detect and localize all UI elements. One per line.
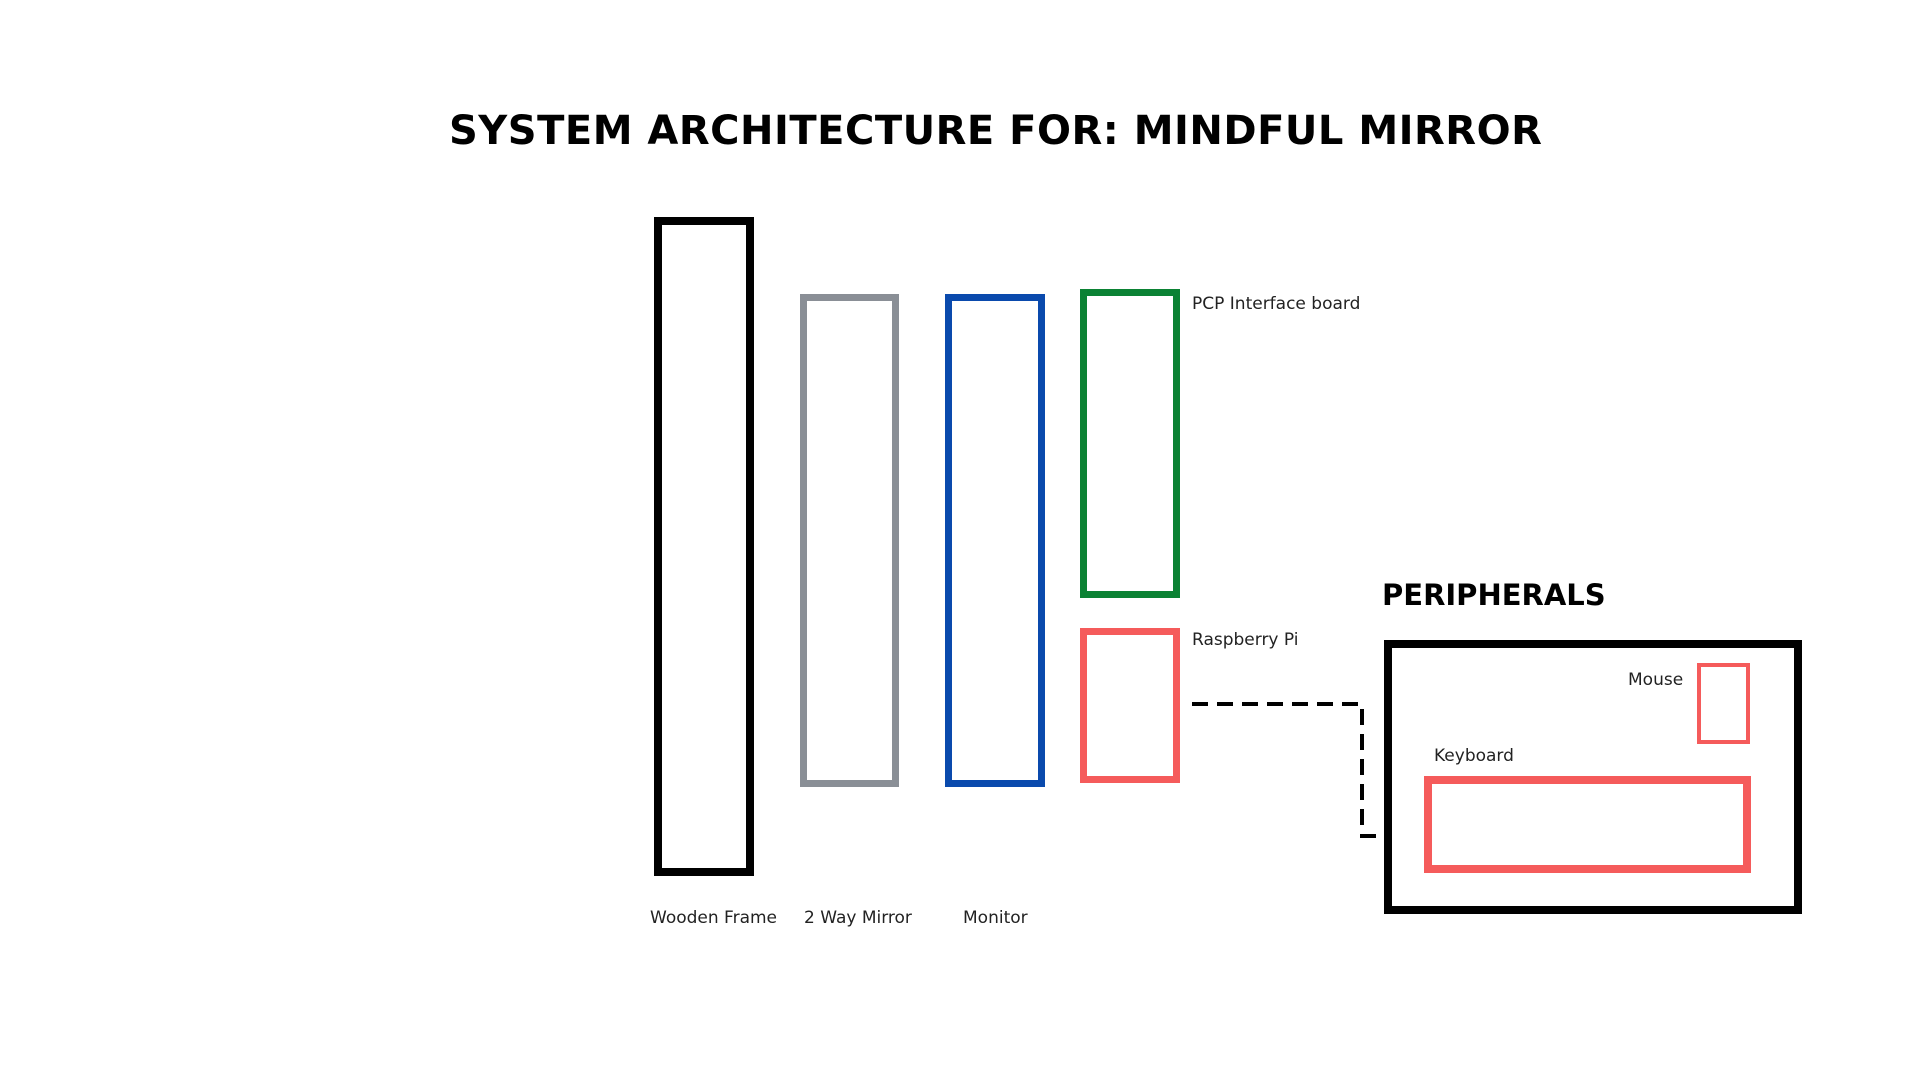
pcp-interface-board-box: [1080, 289, 1180, 598]
keyboard-box: [1424, 776, 1751, 873]
wooden-frame-box: [654, 217, 754, 876]
monitor-label: Monitor: [963, 908, 1028, 928]
peripherals-box: [1384, 640, 1802, 914]
wooden-frame-label: Wooden Frame: [650, 908, 778, 928]
keyboard-label: Keyboard: [1434, 746, 1514, 766]
dashed-connector-line: [1192, 702, 1384, 838]
monitor-box: [945, 294, 1045, 787]
mouse-box: [1697, 663, 1750, 744]
page-title: SYSTEM ARCHITECTURE FOR: MINDFUL MIRROR: [449, 108, 1543, 154]
two-way-mirror-label: 2 Way Mirror: [804, 908, 912, 928]
peripherals-heading: PERIPHERALS: [1382, 578, 1606, 612]
pcp-interface-board-label: PCP Interface board: [1192, 294, 1361, 314]
two-way-mirror-box: [800, 294, 899, 787]
mouse-label: Mouse: [1628, 670, 1684, 690]
raspberry-pi-box: [1080, 628, 1180, 783]
raspberry-pi-label: Raspberry Pi: [1192, 630, 1299, 650]
